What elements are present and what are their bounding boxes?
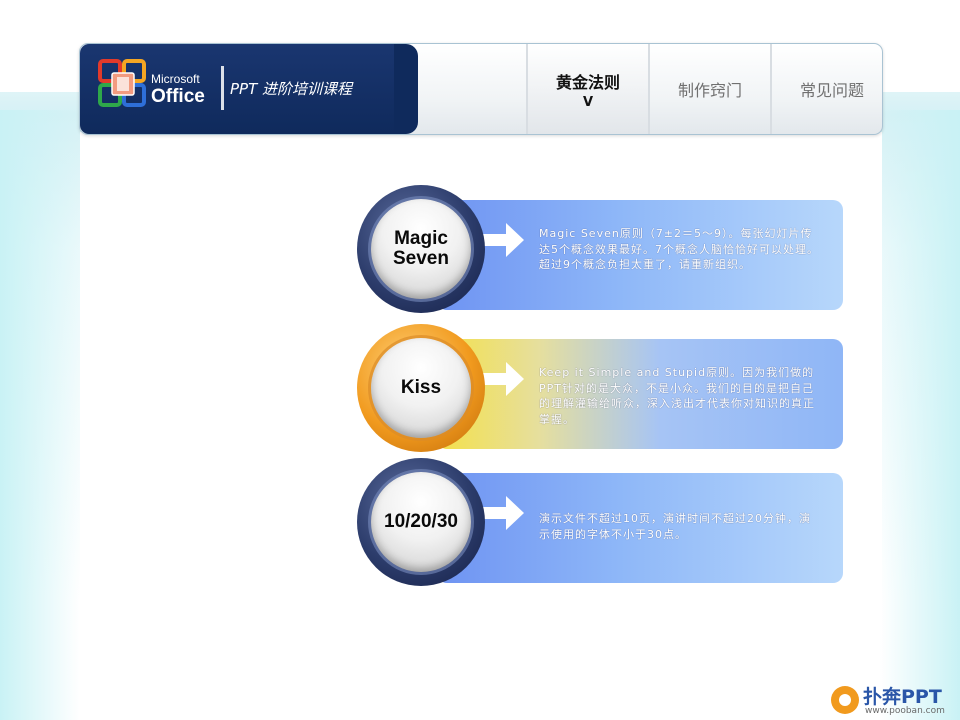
background-right-glow (880, 110, 960, 720)
active-tab-marker: V (582, 94, 594, 110)
nav-tabs: 黄金法则 V 制作窍门 常见问题 (526, 44, 892, 134)
rule-bar: Keep it Simple and Stupid原则。因为我们做的PPT针对的… (437, 339, 843, 449)
tab-faq[interactable]: 常见问题 (770, 44, 892, 134)
rule-badge-label: Magic Seven (393, 228, 449, 269)
arrow-right-icon (482, 496, 524, 530)
rule-row-magic-seven: Magic Seven原则（7±2＝5～9）。每张幻灯片传达5个概念效果最好。7… (357, 185, 843, 313)
watermark-url: www.pooban.com (865, 706, 945, 716)
pooban-logo-icon (831, 686, 859, 714)
tab-golden-rules-label: 黄金法则 (555, 72, 620, 92)
rule-badge: Magic Seven (357, 185, 485, 313)
course-title: PPT 进阶培训课程 (230, 80, 353, 98)
tab-production-tips[interactable]: 制作窍门 (648, 44, 770, 134)
tab-golden-rules[interactable]: 黄金法则 V (526, 44, 648, 134)
header-bar: Microsoft Office PPT 进阶培训课程 黄金法则 V 制作窍门 … (79, 43, 883, 135)
rule-description: Keep it Simple and Stupid原则。因为我们做的PPT针对的… (539, 366, 815, 426)
rule-row-kiss: Keep it Simple and Stupid原则。因为我们做的PPT针对的… (357, 324, 843, 452)
brand-microsoft-text: Microsoft (151, 72, 200, 86)
brand-block: Microsoft Office PPT 进阶培训课程 (80, 44, 418, 134)
rule-row-10-20-30: 演示文件不超过10页，演讲时间不超过20分钟，演示使用的字体不小于30点。 10… (357, 458, 843, 586)
rule-badge: Kiss (357, 324, 485, 452)
brand-divider (221, 66, 224, 110)
rule-badge-face: Magic Seven (371, 199, 471, 299)
arrow-right-icon (482, 223, 524, 257)
office-logo-icon (98, 59, 146, 107)
tab-faq-label: 常见问题 (799, 81, 864, 100)
background-left-glow (0, 110, 80, 720)
rule-badge-face: 10/20/30 (371, 472, 471, 572)
pooban-watermark: 扑奔PPT www.pooban.com (831, 682, 959, 718)
rule-description: Magic Seven原则（7±2＝5～9）。每张幻灯片传达5个概念效果最好。7… (539, 227, 819, 271)
brand-office-text: Office (151, 86, 205, 107)
rule-badge-face: Kiss (371, 338, 471, 438)
arrow-right-icon (482, 362, 524, 396)
rule-bar: Magic Seven原则（7±2＝5～9）。每张幻灯片传达5个概念效果最好。7… (437, 200, 843, 310)
rule-badge: 10/20/30 (357, 458, 485, 586)
rule-description: 演示文件不超过10页，演讲时间不超过20分钟，演示使用的字体不小于30点。 (539, 512, 811, 541)
rule-badge-label: 10/20/30 (384, 511, 458, 532)
watermark-title: 扑奔PPT (863, 686, 942, 708)
rule-bar: 演示文件不超过10页，演讲时间不超过20分钟，演示使用的字体不小于30点。 (437, 473, 843, 583)
tab-production-tips-label: 制作窍门 (677, 81, 742, 100)
rule-badge-label: Kiss (400, 377, 442, 398)
